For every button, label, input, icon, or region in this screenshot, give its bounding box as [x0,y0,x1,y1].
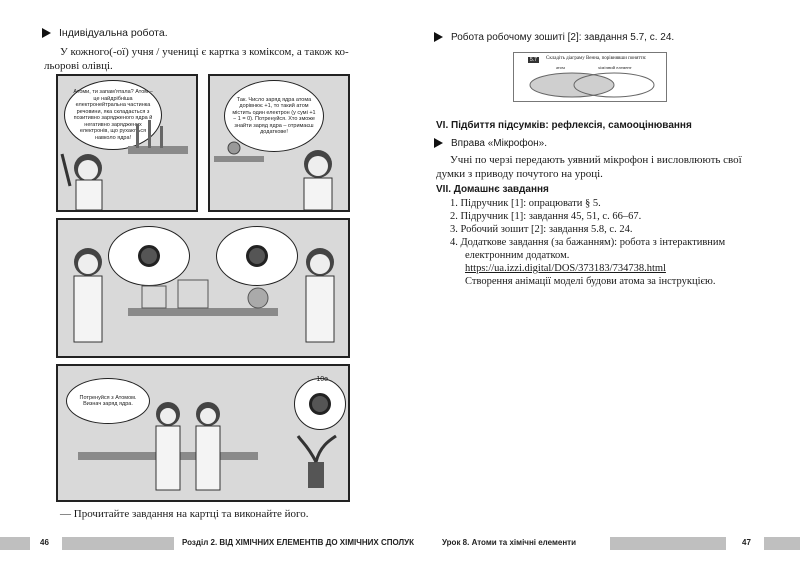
exercise-paragraph: Учні по черзі передають уявний мікрофон … [436,154,742,180]
exercise-heading: Вправа «Мікрофон». [434,138,547,149]
workbook-heading: Робота робочому зошиті [2]: завдання 5.7… [434,32,674,43]
homework-item-4-cont: електронним додатком. [465,250,570,261]
scientist-girl-illustration [60,120,188,210]
footer-section-left: Розділ 2. ВІД ХІМІЧНИХ ЕЛЕМЕНТІВ ДО ХІМІ… [182,538,414,547]
comic-panel-2: Так. Число заряд ядра атома дорівнює +1,… [208,74,350,212]
venn-left-label: атом [556,65,565,70]
homework-item-4-desc: Створення анімації моделі будови атома з… [465,276,716,287]
venn-circles [529,72,655,98]
footer-section-right: Урок 8. Атоми та хімічні елементи [442,538,577,547]
figure-caption: Складіть діаграму Венна, порівнявши поня… [546,56,647,61]
scientist-girl-illustration [214,141,333,210]
arrow-bullet-icon [42,28,51,39]
venn-diagram-figure: 5.7 Складіть діаграму Венна, порівнявши … [513,52,667,102]
comic-panel-3 [56,218,350,358]
page-number-right: 47 [742,538,751,547]
atom-icon [138,245,160,267]
task-instruction: — Прочитайте завдання на картці та викон… [60,508,309,520]
thought-cloud-atom [108,226,190,286]
footer-bar-left [0,537,30,550]
atom-icon [309,393,331,415]
intro-paragraph: У кожного(-ої) учня / учениці є картка з… [44,46,349,72]
venn-right-label: хімічний елемент [598,65,632,70]
lab-scene-illustration [73,248,335,343]
page-number-left: 46 [40,538,49,547]
individual-work-heading: Індивідуальна робота. [42,27,168,39]
speech-bubble-2: Так. Число заряд ядра атома дорівнює +1,… [224,80,324,152]
footer-bar-right [764,537,800,550]
charge-label: -10e [314,376,329,383]
comic-panel-1: Атоми, ти запам'ятала? Атом – це найдріб… [56,74,198,212]
section-6-heading: VI. Підбиття підсумків: рефлексія, самоо… [436,120,692,131]
figure-number: 5.7 [528,57,539,63]
homework-item-2: 2. Підручник [1]: завдання 45, 51, с. 66… [450,211,642,222]
atom-icon [246,245,268,267]
arrow-bullet-icon [434,32,443,43]
thought-cloud-atom [216,226,298,286]
arrow-bullet-icon [434,138,443,149]
comic-panel-4: Потренуйся з Атомом. Визнач заряд ядра. … [56,364,350,502]
footer-bar [62,537,174,550]
footer-bar [610,537,726,550]
interactive-link[interactable]: https://ua.izzi.digital/DOS/373183/73473… [465,263,666,274]
section-7-heading: VII. Домашнє завдання [436,184,549,195]
atom-figure [294,378,346,430]
lab-scene-illustration [78,402,337,491]
speech-bubble-3: Потренуйся з Атомом. Визнач заряд ядра. [66,378,150,424]
homework-item-4: 4. Додаткове завдання (за бажанням): роб… [450,237,726,248]
speech-bubble-1: Атоми, ти запам'ятала? Атом – це найдріб… [64,80,162,150]
homework-item-1: 1. Підручник [1]: опрацювати § 5. [450,198,601,209]
homework-item-3: 3. Робочий зошит [2]: завдання 5.8, с. 2… [450,224,633,235]
